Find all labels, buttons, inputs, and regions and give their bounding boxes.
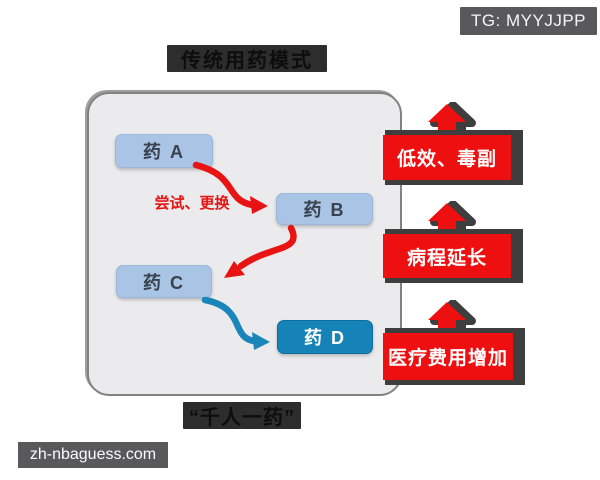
- transition-label: 尝试、更换: [154, 195, 230, 212]
- outcome-box-low-efficacy: 低效、毒副: [383, 135, 511, 180]
- outcome-increased-cost-label: 医疗费用增加: [387, 348, 508, 369]
- watermark-label: zh-nbaguess.com: [29, 446, 157, 463]
- outcome-low-efficacy-label: 低效、毒副: [396, 149, 497, 170]
- drug-b-label: 药 B: [303, 200, 346, 220]
- outcome-prolonged-course-label: 病程延长: [406, 247, 487, 269]
- drug-box-b: 药 B: [276, 193, 373, 225]
- up-arrow-icon: [428, 102, 476, 138]
- drug-c-label: 药 C: [143, 272, 185, 293]
- drug-d-label: 药 D: [304, 328, 346, 348]
- up-arrow-icon: [428, 300, 476, 336]
- drug-box-a: 药 A: [115, 134, 213, 168]
- watermark-badge: zh-nbaguess.com: [18, 442, 168, 468]
- diagram-title: 传统用药模式: [167, 45, 327, 72]
- diagram-title-label: 传统用药模式: [181, 50, 313, 72]
- tg-contact-badge: TG: MYYJJPP: [460, 7, 597, 35]
- drug-box-c: 药 C: [116, 265, 212, 298]
- tg-contact-label: TG: MYYJJPP: [470, 11, 587, 30]
- outcome-box-prolonged-course: 病程延长: [383, 234, 511, 278]
- up-arrow-icon: [428, 201, 476, 237]
- outcome-box-increased-cost: 医疗费用增加: [383, 333, 513, 380]
- bottom-quote: “千人一药”: [183, 402, 301, 429]
- drug-box-d: 药 D: [277, 320, 373, 354]
- bottom-quote-label: “千人一药”: [189, 407, 295, 429]
- drug-a-label: 药 A: [143, 142, 185, 162]
